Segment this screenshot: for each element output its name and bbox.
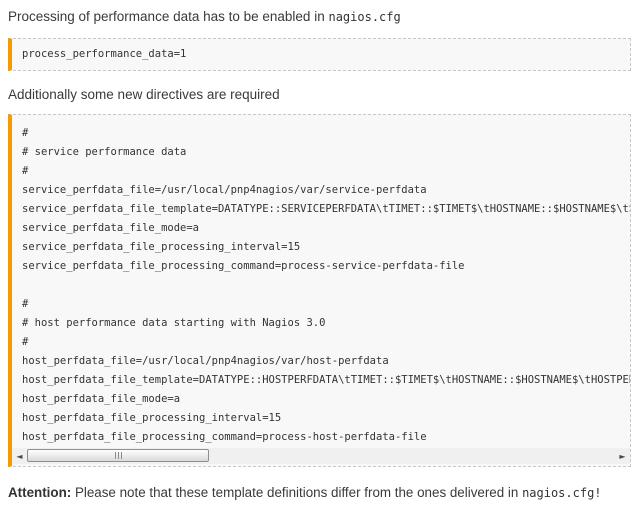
horizontal-scrollbar[interactable]: ◄ ► (12, 448, 630, 464)
code-enable-pre: process_performance_data=1 (22, 48, 187, 60)
scrollbar-grip-icon (117, 452, 119, 459)
attention-label: Attention: (8, 485, 72, 500)
docs-page: Processing of performance data has to be… (8, 8, 631, 504)
attention-inline-code: nagios.cfg! (522, 486, 602, 500)
intro-inline-code: nagios.cfg (328, 10, 401, 24)
code-directives-pre: # # service performance data # service_p… (22, 127, 630, 443)
scrollbar-right-arrow-icon[interactable]: ► (619, 451, 626, 461)
intro-paragraph: Processing of performance data has to be… (8, 8, 631, 26)
scrollbar-track[interactable] (27, 448, 615, 464)
code-block-directives: # # service performance data # service_p… (8, 114, 631, 467)
directives-paragraph: Additionally some new directives are req… (8, 87, 280, 102)
attention-text: Please note that these template definiti… (71, 485, 523, 500)
intro-text: Processing of performance data has to be… (8, 9, 329, 24)
scrollbar-left-arrow-icon[interactable]: ◄ (16, 451, 23, 461)
code-block-enable: process_performance_data=1 (8, 38, 631, 71)
scrollbar-thumb[interactable] (27, 449, 210, 462)
attention-paragraph: Attention: Please note that these templa… (8, 482, 631, 504)
